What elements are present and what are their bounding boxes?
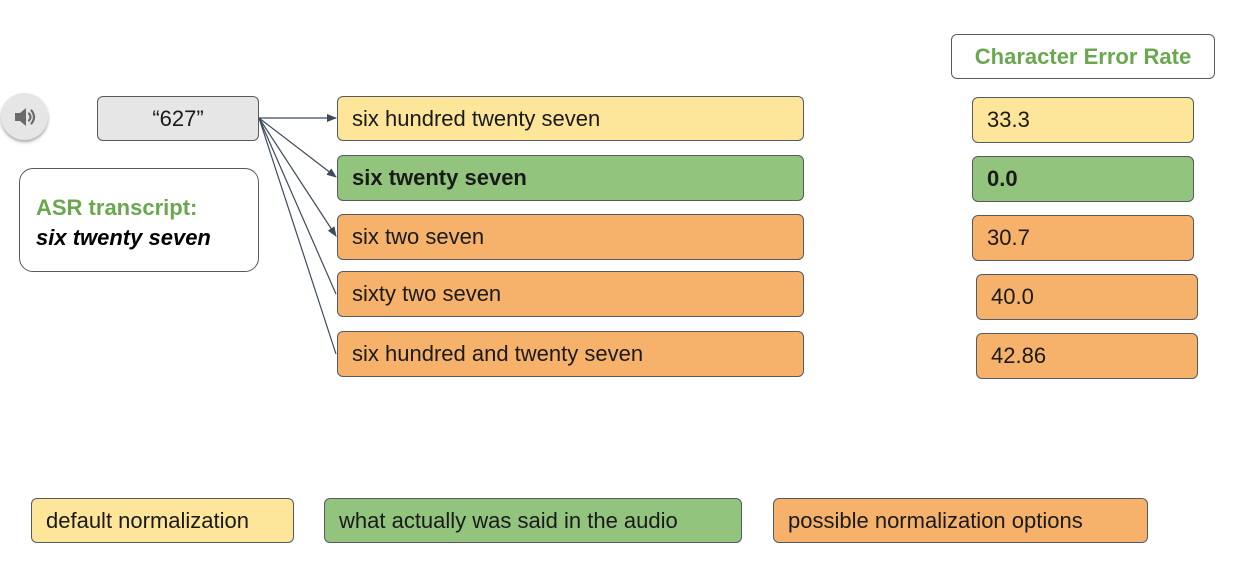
spoken-number-box: “627”: [97, 96, 259, 141]
arrow-option-5: [258, 117, 337, 355]
cer-value-text: 33.3: [987, 107, 1030, 132]
legend-actual: what actually was said in the audio: [324, 498, 742, 543]
cer-value-2: 0.0: [972, 156, 1194, 202]
cer-value-text: 30.7: [987, 225, 1030, 250]
cer-header: Character Error Rate: [951, 34, 1215, 79]
asr-transcript-text: six twenty seven: [36, 225, 211, 250]
legend-default-text: default normalization: [46, 507, 250, 533]
legend-possible: possible normalization options: [773, 498, 1148, 543]
option-text: six hundred twenty seven: [352, 105, 601, 131]
cer-value-text: 40.0: [991, 284, 1034, 309]
legend-default: default normalization: [31, 498, 294, 543]
option-text: sixty two seven: [352, 281, 502, 306]
cer-value-5: 42.86: [976, 333, 1198, 379]
legend-possible-text: possible normalization options: [788, 507, 1083, 533]
cer-value-3: 30.7: [972, 215, 1194, 261]
option-possible-1: six two seven: [337, 214, 804, 260]
asr-transcript-label: ASR transcript:: [36, 195, 198, 220]
option-default-normalization: six hundred twenty seven: [337, 96, 804, 141]
option-possible-2: sixty two seven: [337, 271, 804, 317]
cer-value-1: 33.3: [972, 97, 1194, 143]
option-text: six twenty seven: [352, 165, 527, 190]
option-actual-spoken: six twenty seven: [337, 155, 804, 201]
cer-value-4: 40.0: [976, 274, 1198, 320]
spoken-number: “627”: [152, 105, 204, 131]
cer-header-text: Character Error Rate: [974, 43, 1192, 69]
legend-actual-text: what actually was said in the audio: [339, 507, 678, 533]
arrow-option-2: [258, 117, 337, 178]
arrow-option-4: [258, 117, 337, 295]
volume-glyph: [14, 107, 35, 126]
option-text: six hundred and twenty seven: [352, 341, 644, 366]
cer-value-text: 42.86: [991, 343, 1047, 368]
speaker-icon[interactable]: [1, 93, 48, 140]
asr-transcript-box: ASR transcript: six twenty seven: [19, 168, 259, 272]
arrow-option-3: [258, 117, 337, 237]
option-text: six two seven: [352, 224, 485, 249]
option-possible-3: six hundred and twenty seven: [337, 331, 804, 377]
cer-value-text: 0.0: [987, 166, 1018, 191]
